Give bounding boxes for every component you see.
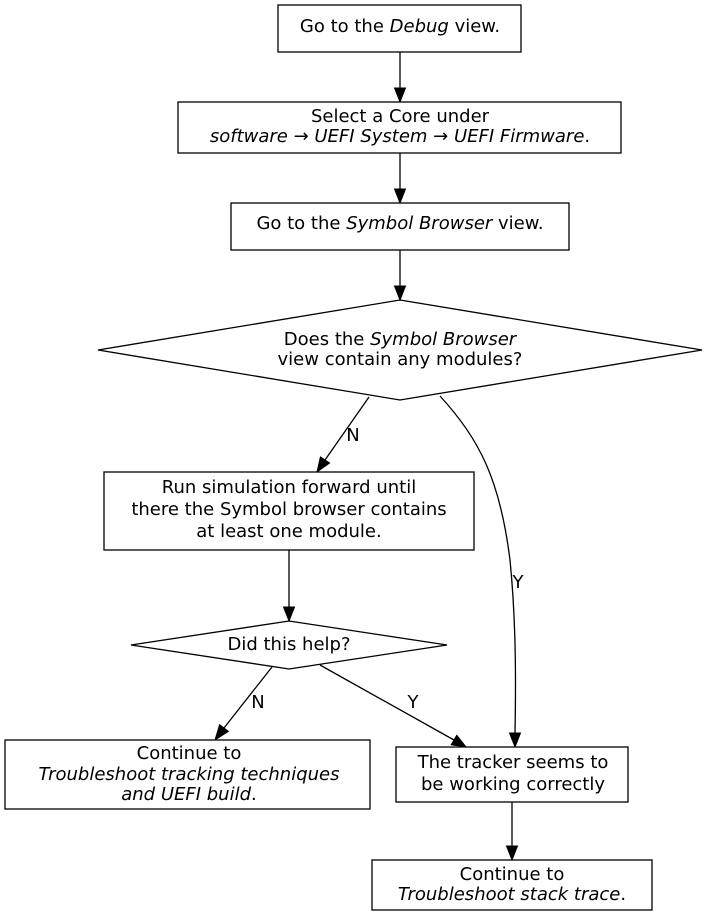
arrowhead-icon (316, 456, 331, 474)
help-diamond (130, 620, 448, 670)
edge-line (319, 664, 455, 741)
modules-label-line: view contain any modules? (278, 349, 523, 370)
core-label-line: Select a Core under (311, 106, 490, 127)
edge-label: Y (512, 572, 525, 593)
edge-label: N (251, 692, 264, 713)
runsim-box (103, 471, 475, 551)
debug-box (277, 4, 522, 53)
tracking-box (4, 739, 371, 810)
edge-line (439, 395, 517, 734)
arrowhead-icon (508, 732, 522, 749)
arrowhead-icon (450, 734, 468, 748)
tracking-label-line: Continue to (137, 743, 242, 764)
stacktrace-label-line: Troubleshoot stack trace. (398, 884, 626, 905)
core-box (177, 101, 622, 154)
modules-label-line: Does the Symbol Browser (284, 329, 518, 350)
arrowhead-icon (505, 845, 519, 862)
runsim-label-line: there the Symbol browser contains (131, 499, 446, 520)
edge-core-to-symbrowser (393, 153, 407, 205)
node-help: Did this help? (130, 620, 448, 670)
arrowhead-icon (393, 285, 407, 302)
edge-help-to-tracking (214, 666, 273, 742)
node-symbrowser: Go to the Symbol Browser view. (230, 202, 570, 251)
tracking-label-line: Troubleshoot tracking techniques (38, 764, 339, 785)
arrowhead-icon (393, 87, 407, 104)
edge-debug-to-core (393, 52, 407, 104)
runsim-label-line: at least one module. (196, 521, 381, 542)
modules-diamond (97, 299, 703, 401)
working-box (395, 746, 629, 803)
edge-modules-to-working (439, 395, 522, 749)
stacktrace-box (371, 859, 653, 911)
arrowhead-icon (282, 606, 296, 623)
edge-help-to-working (319, 664, 468, 748)
arrowhead-icon (214, 723, 230, 742)
edge-line (324, 396, 370, 461)
working-label-line: be working correctly (421, 774, 605, 795)
symbrowser-label-line: Go to the Symbol Browser view. (256, 213, 543, 234)
edge-working-to-stacktrace (505, 802, 519, 862)
edge-label: N (346, 425, 359, 446)
tracking-label-line: and UEFI build. (121, 784, 257, 805)
stacktrace-label-line: Continue to (460, 864, 565, 885)
edge-runsim-to-help (282, 550, 296, 623)
working-label-line: The tracker seems to (417, 752, 609, 773)
core-label-line: software → UEFI System → UEFI Firmware. (210, 126, 590, 147)
debug-label-line: Go to the Debug view. (300, 16, 500, 37)
node-debug: Go to the Debug view. (277, 4, 522, 53)
help-label-line: Did this help? (227, 634, 350, 655)
symbrowser-box (230, 202, 570, 251)
arrowhead-icon (393, 188, 407, 205)
edge-label: Y (407, 692, 420, 713)
edge-symbrowser-to-modules (393, 250, 407, 302)
edge-modules-to-runsim (316, 396, 370, 474)
runsim-label-line: Run simulation forward until (162, 477, 416, 498)
edge-line (223, 666, 273, 729)
